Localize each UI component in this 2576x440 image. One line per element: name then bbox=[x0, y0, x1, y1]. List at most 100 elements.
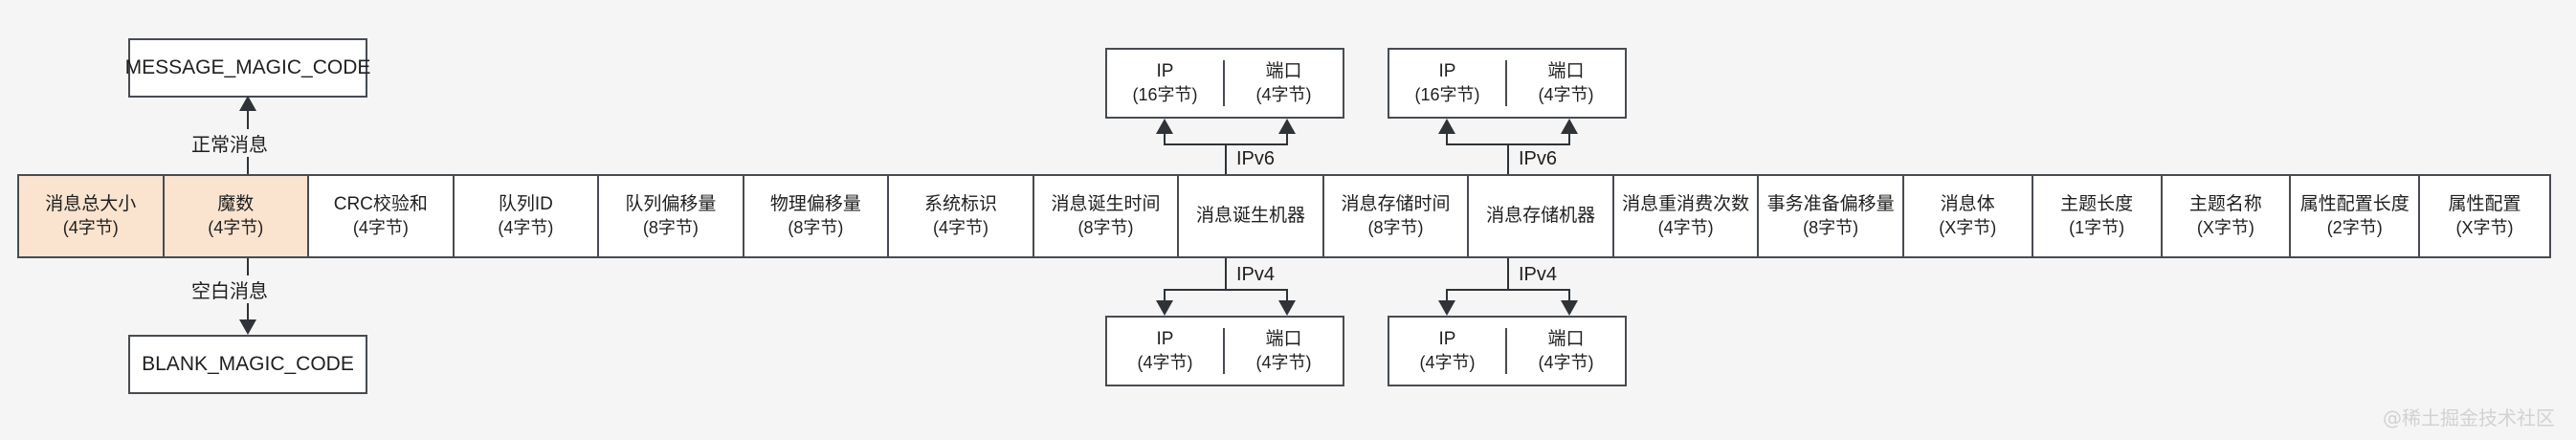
ipv4-birth-right-arrowhead-icon bbox=[1278, 300, 1296, 316]
protocol-field-size: (4字节) bbox=[62, 217, 119, 237]
ipv6-birth-right-arrowhead-icon bbox=[1278, 119, 1296, 134]
protocol-field-11[interactable]: 消息重消费次数 (4字节) bbox=[1613, 176, 1760, 256]
ipv6-store-host-box[interactable]: IP (16字节) 端口 (4字节) bbox=[1388, 48, 1627, 119]
protocol-field-9[interactable]: 消息存储时间 (8字节) bbox=[1323, 176, 1470, 256]
protocol-field-label: 消息存储时间 bbox=[1341, 193, 1451, 214]
ipv4-birth-trunk-line bbox=[1225, 258, 1227, 291]
ipv6-store-ip-label: IP bbox=[1438, 60, 1456, 81]
ipv4-store-left-arrowhead-icon bbox=[1438, 300, 1455, 316]
protocol-field-size: (8字节) bbox=[1077, 217, 1134, 237]
protocol-field-size: (X字节) bbox=[1939, 217, 1997, 237]
ipv6-birth-ip-cell: IP (16字节) bbox=[1107, 59, 1225, 107]
ipv6-store-right-riser bbox=[1568, 134, 1570, 145]
protocol-field-label: 事务准备偏移量 bbox=[1766, 193, 1895, 214]
ipv4-store-port-cell: 端口 (4字节) bbox=[1507, 328, 1625, 374]
ipv4-store-left-dropper bbox=[1446, 289, 1448, 300]
protocol-field-0[interactable]: 消息总大小 (4字节) bbox=[19, 176, 165, 256]
protocol-field-size: (4字节) bbox=[208, 217, 264, 237]
ipv6-birth-edge-label: IPv6 bbox=[1232, 148, 1279, 170]
protocol-field-size: (4字节) bbox=[1657, 217, 1714, 237]
protocol-field-12[interactable]: 事务准备偏移量 (8字节) bbox=[1759, 176, 1904, 256]
protocol-field-label: 消息体 bbox=[1940, 193, 1995, 214]
ipv4-store-trunk-line bbox=[1507, 258, 1509, 291]
protocol-field-1[interactable]: 魔数 (4字节) bbox=[164, 176, 310, 256]
protocol-field-size: (8字节) bbox=[642, 217, 699, 237]
ipv6-birth-right-riser bbox=[1286, 134, 1288, 145]
ipv4-birth-left-dropper bbox=[1164, 289, 1166, 300]
protocol-field-label: 主题名称 bbox=[2188, 193, 2262, 214]
protocol-field-10[interactable]: 消息存储机器 bbox=[1469, 176, 1614, 256]
protocol-field-size: (8字节) bbox=[1803, 217, 1859, 237]
ipv4-birth-port-label: 端口 bbox=[1265, 328, 1302, 349]
blank-magic-code-box[interactable]: BLANK_MAGIC_CODE bbox=[128, 335, 367, 394]
ipv4-birth-port-size: (4字节) bbox=[1255, 352, 1312, 372]
ipv6-store-edge-label: IPv6 bbox=[1515, 148, 1562, 170]
protocol-field-13[interactable]: 消息体 (X字节) bbox=[1903, 176, 2033, 256]
protocol-field-size: (4字节) bbox=[352, 217, 409, 237]
ipv4-birth-ip-size: (4字节) bbox=[1137, 352, 1193, 372]
ipv4-birth-branch-line bbox=[1164, 289, 1288, 291]
ipv4-store-edge-label: IPv4 bbox=[1515, 264, 1562, 286]
protocol-field-8[interactable]: 消息诞生机器 bbox=[1179, 176, 1324, 256]
protocol-field-15[interactable]: 主题名称 (X字节) bbox=[2162, 176, 2292, 256]
ipv6-birth-ip-size: (16字节) bbox=[1132, 84, 1198, 104]
protocol-field-6[interactable]: 系统标识 (4字节) bbox=[889, 176, 1034, 256]
protocol-field-label: 消息存储机器 bbox=[1486, 205, 1596, 226]
ipv4-store-right-dropper bbox=[1568, 289, 1570, 300]
normal-message-edge-label: 正常消息 bbox=[188, 129, 272, 157]
protocol-field-14[interactable]: 主题长度(1字节) bbox=[2032, 176, 2163, 256]
protocol-field-size: (X字节) bbox=[2196, 217, 2254, 237]
blank-magic-code-label: BLANK_MAGIC_CODE bbox=[142, 352, 354, 375]
protocol-field-label: 消息重消费次数 bbox=[1622, 193, 1750, 214]
protocol-field-size: (4字节) bbox=[932, 217, 988, 237]
ipv6-birth-port-size: (4字节) bbox=[1255, 84, 1312, 104]
message-magic-code-box[interactable]: MESSAGE_MAGIC_CODE bbox=[125, 38, 370, 98]
protocol-field-label: 魔数 bbox=[217, 193, 255, 214]
protocol-field-label: 消息诞生机器 bbox=[1196, 205, 1306, 226]
protocol-field-16[interactable]: 属性配置长度(2字节) bbox=[2291, 176, 2421, 256]
ipv6-store-left-riser bbox=[1446, 134, 1448, 145]
protocol-field-17[interactable]: 属性配置 (X字节) bbox=[2420, 176, 2549, 256]
protocol-field-label: CRC校验和 bbox=[333, 193, 428, 214]
ipv6-store-branch-line bbox=[1446, 143, 1570, 145]
ipv6-store-trunk-line bbox=[1507, 143, 1509, 174]
protocol-field-label: 消息诞生时间 bbox=[1051, 193, 1161, 214]
blank-message-edge-label: 空白消息 bbox=[188, 275, 272, 303]
ipv6-birth-port-label: 端口 bbox=[1265, 60, 1302, 81]
protocol-field-5[interactable]: 物理偏移量 (8字节) bbox=[744, 176, 890, 256]
protocol-field-2[interactable]: CRC校验和 (4字节) bbox=[309, 176, 455, 256]
ipv6-store-port-size: (4字节) bbox=[1538, 84, 1594, 104]
protocol-field-bar: 消息总大小 (4字节) 魔数 (4字节) CRC校验和 (4字节) 队列ID (4字节) 队列偏… bbox=[17, 174, 2551, 258]
protocol-field-size: (8字节) bbox=[1367, 217, 1424, 237]
ipv4-store-port-label: 端口 bbox=[1547, 328, 1585, 349]
ipv4-birth-host-box[interactable]: IP (4字节) 端口 (4字节) bbox=[1105, 316, 1344, 386]
protocol-field-label: 消息总大小 bbox=[45, 193, 137, 214]
protocol-field-size: (4字节) bbox=[498, 217, 554, 237]
protocol-field-7[interactable]: 消息诞生时间 (8字节) bbox=[1033, 176, 1180, 256]
ipv4-store-host-box[interactable]: IP (4字节) 端口 (4字节) bbox=[1388, 316, 1627, 386]
protocol-field-size: (X字节) bbox=[2455, 217, 2514, 237]
blank-magic-arrowhead-icon bbox=[239, 319, 256, 335]
protocol-field-label: 系统标识 bbox=[923, 193, 997, 214]
ipv6-birth-host-box[interactable]: IP (16字节) 端口 (4字节) bbox=[1105, 48, 1344, 119]
ipv6-birth-port-cell: 端口 (4字节) bbox=[1225, 60, 1343, 106]
protocol-field-label: 属性配置 bbox=[2448, 193, 2521, 214]
protocol-field-label: 物理偏移量 bbox=[769, 193, 861, 214]
protocol-field-size: (8字节) bbox=[788, 217, 844, 237]
ipv4-birth-ip-label: IP bbox=[1156, 328, 1174, 349]
protocol-field-label: 队列ID bbox=[498, 193, 553, 214]
ipv4-birth-right-dropper bbox=[1286, 289, 1288, 300]
protocol-field-3[interactable]: 队列ID (4字节) bbox=[454, 176, 600, 256]
ipv4-store-right-arrowhead-icon bbox=[1561, 300, 1578, 316]
ipv4-store-ip-size: (4字节) bbox=[1419, 352, 1476, 372]
ipv6-store-port-label: 端口 bbox=[1547, 60, 1585, 81]
ipv6-birth-left-riser bbox=[1164, 134, 1166, 145]
ipv6-birth-trunk-line bbox=[1225, 143, 1227, 174]
watermark: @稀土掘金技术社区 bbox=[2383, 407, 2555, 429]
protocol-field-size: (2字节) bbox=[2326, 217, 2383, 237]
ipv4-store-branch-line bbox=[1446, 289, 1570, 291]
ipv4-birth-left-arrowhead-icon bbox=[1156, 300, 1173, 316]
message-magic-arrowhead-icon bbox=[239, 96, 256, 111]
protocol-field-4[interactable]: 队列偏移量(8字节) bbox=[599, 176, 744, 256]
